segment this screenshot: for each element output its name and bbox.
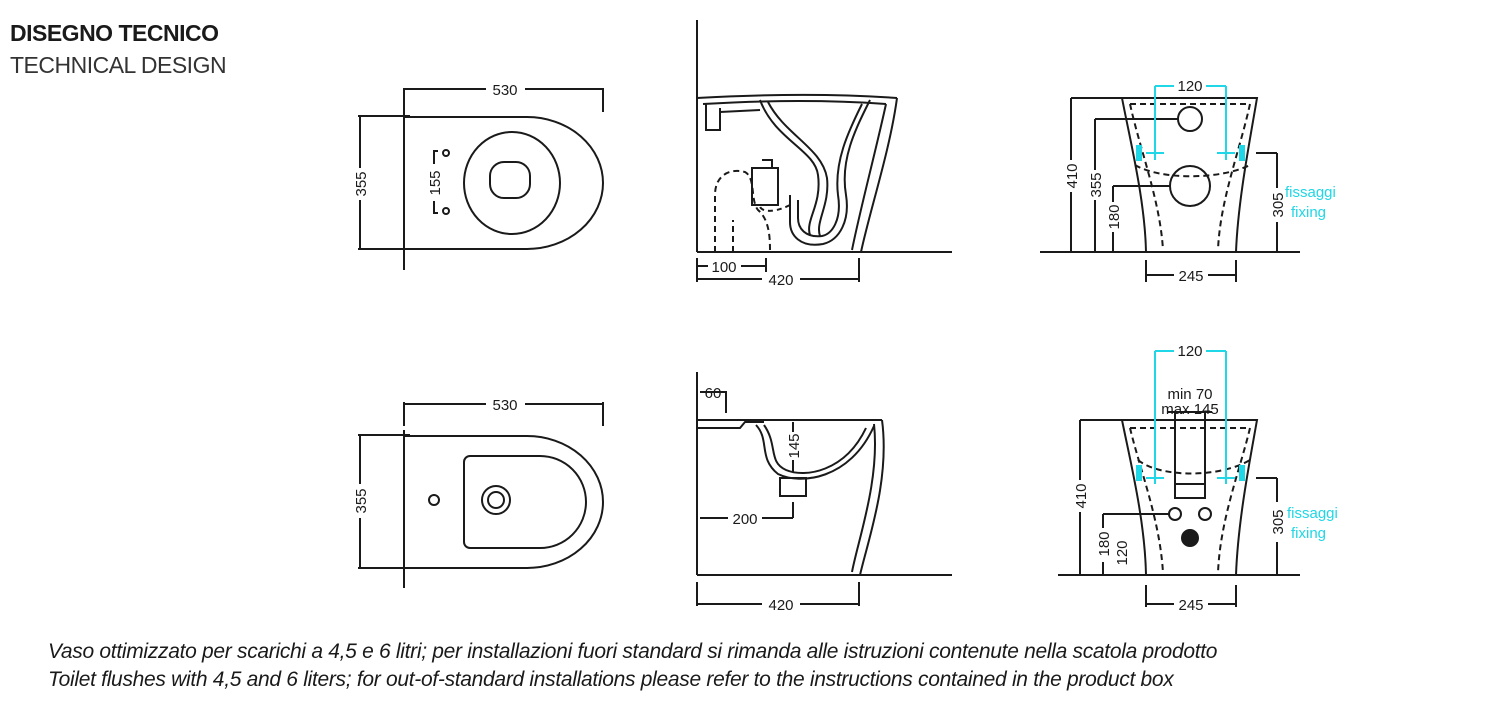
bidet-fixing-markers xyxy=(1136,350,1245,484)
bidet-side-rim: 60 xyxy=(705,385,722,402)
toilet-top-length: 530 xyxy=(492,82,517,99)
bidet-back-pipe-high: 180 xyxy=(1096,531,1113,556)
bidet-side-drain-depth: 145 xyxy=(786,433,803,458)
toilet-back-fixing-height: 305 xyxy=(1270,192,1287,217)
toilet-top-width: 355 xyxy=(353,171,370,196)
bidet-fixing-label-en: fixing xyxy=(1291,525,1326,542)
toilet-top-holes: 155 xyxy=(427,170,444,195)
title-english: TECHNICAL DESIGN xyxy=(10,52,227,78)
bidet-back-max: max 145 xyxy=(1161,401,1219,418)
toilet-fixing-label-it: fissaggi xyxy=(1285,184,1336,201)
toilet-back-base-width: 245 xyxy=(1178,268,1203,285)
bidet-back-min: min 70 xyxy=(1167,386,1212,403)
bidet-side-depth: 420 xyxy=(768,597,793,614)
toilet-fixing-label-en: fixing xyxy=(1291,204,1326,221)
toilet-back-fix-distance: 120 xyxy=(1177,78,1202,95)
bidet-back-height: 410 xyxy=(1073,483,1090,508)
bidet-back-pipe-low: 120 xyxy=(1114,540,1131,565)
toilet-fixing-markers xyxy=(1136,85,1245,161)
toilet-back-view xyxy=(1040,97,1300,282)
bidet-top-width: 355 xyxy=(353,488,370,513)
bidet-side-view xyxy=(696,372,952,606)
toilet-top-view xyxy=(358,88,604,270)
toilet-back-inlet-height: 355 xyxy=(1088,172,1105,197)
toilet-side-depth: 420 xyxy=(768,272,793,289)
bidet-top-length: 530 xyxy=(492,397,517,414)
bidet-side-drain-offset: 200 xyxy=(732,511,757,528)
bidet-back-view xyxy=(1058,411,1300,607)
bidet-back-fix-distance: 120 xyxy=(1177,343,1202,360)
caption-italian: Vaso ottimizzato per scarichi a 4,5 e 6 … xyxy=(48,640,1218,663)
bidet-back-base-width: 245 xyxy=(1178,597,1203,614)
bidet-back-fixing-height: 305 xyxy=(1270,509,1287,534)
toilet-back-height: 410 xyxy=(1064,163,1081,188)
bidet-top-view xyxy=(358,402,604,588)
caption-english: Toilet flushes with 4,5 and 6 liters; fo… xyxy=(48,668,1174,691)
toilet-back-outlet-height: 180 xyxy=(1106,204,1123,229)
bidet-fixing-label-it: fissaggi xyxy=(1287,505,1338,522)
toilet-side-view xyxy=(696,20,952,282)
toilet-side-outlet: 100 xyxy=(711,259,736,276)
title-italian: DISEGNO TECNICO xyxy=(10,20,219,46)
